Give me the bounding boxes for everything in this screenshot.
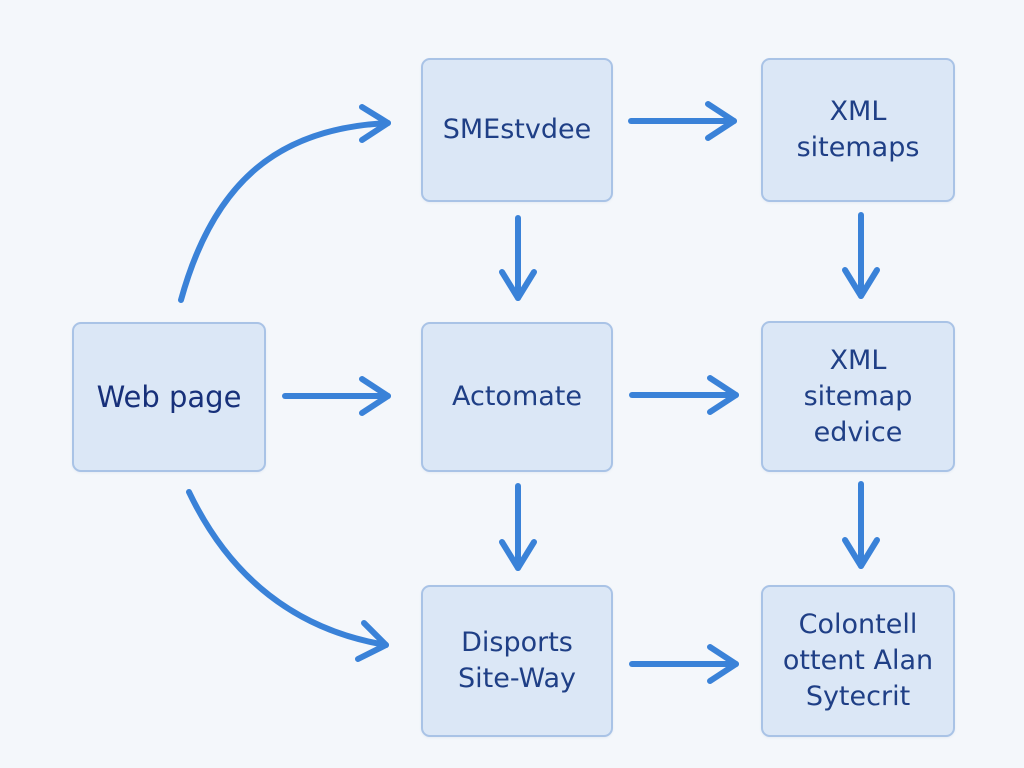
arrow-smestvdee-to-actomate	[499, 215, 537, 301]
node-label: Colontell ottent Alan Sytecrit	[782, 609, 934, 712]
arrow-head	[499, 539, 537, 571]
arrow-web_page-to-actomate	[282, 376, 391, 416]
node-disports-site-way: Disports Site-Way	[421, 585, 613, 737]
arrow-xml_sitemap_edvice-to-colontell	[842, 481, 880, 569]
arrow-shaft	[186, 489, 389, 648]
arrow-xml_sitemaps-to-xml_sitemap_edvice	[842, 212, 880, 299]
node-label: XML sitemap edvice	[803, 344, 913, 448]
node-actomate: Actomate	[421, 322, 613, 472]
arrow-smestvdee-to-xml_sitemaps	[628, 101, 737, 141]
arrow-head	[705, 101, 737, 141]
arrow-head	[359, 104, 391, 143]
arrow-web_page-to-disports	[186, 489, 389, 662]
node-colontell: Colontell ottent Alan Sytecrit	[761, 585, 955, 737]
arrow-head	[355, 620, 389, 662]
node-xml-sitemap-edvice: XML sitemap edvice	[761, 321, 955, 472]
node-label: Web page	[96, 380, 242, 414]
node-label: XML sitemaps	[796, 96, 920, 163]
arrow-shaft	[178, 120, 391, 303]
node-label: SMEstvdee	[442, 114, 592, 145]
arrow-head	[499, 269, 537, 301]
node-label: Actomate	[452, 381, 582, 412]
arrow-actomate-to-disports	[499, 483, 537, 571]
arrow-disports-to-colontell	[629, 644, 739, 684]
node-smestvdee: SMEstvdee	[421, 58, 613, 202]
arrow-head	[359, 376, 391, 416]
arrow-head	[842, 537, 880, 569]
node-label: Disports Site-Way	[458, 627, 576, 694]
arrow-actomate-to-xml_sitemap_edvice	[629, 375, 739, 415]
arrow-head	[707, 375, 739, 415]
node-web-page: Web page	[72, 322, 266, 472]
arrow-web_page-to-smestvdee	[178, 104, 391, 303]
node-xml-sitemaps: XML sitemaps	[761, 58, 955, 202]
arrow-head	[842, 267, 880, 299]
arrow-head	[707, 644, 739, 684]
